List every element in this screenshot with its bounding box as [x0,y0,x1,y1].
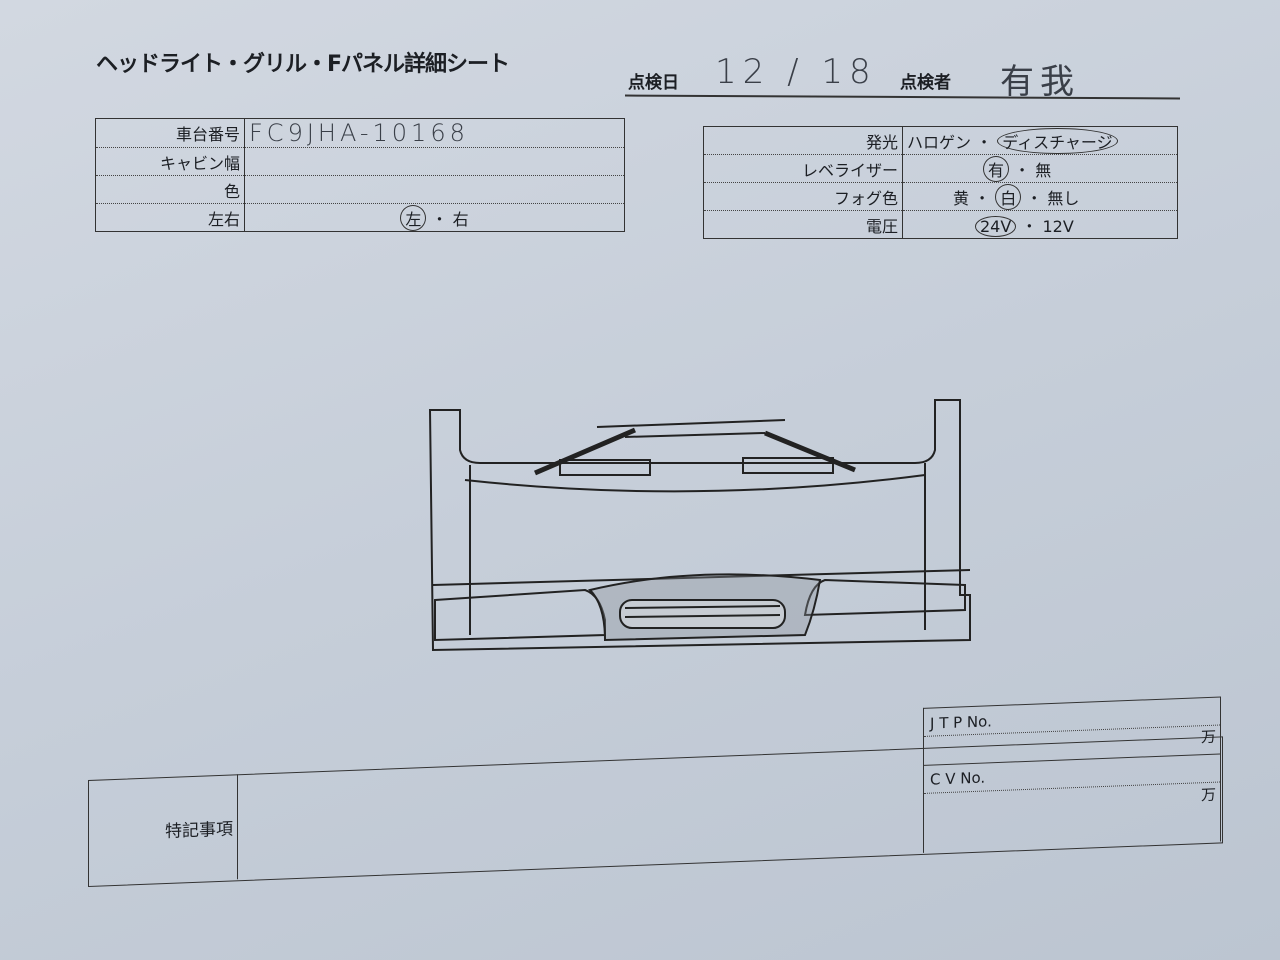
table-row: レベライザー 有 ・ 無 [703,154,1178,183]
date-value[interactable]: 12 / 18 [715,52,877,92]
table-row: 発光 ハロゲン ・ ディスチャージ [703,126,1178,155]
leveler-label: レベライザー [703,154,903,183]
option-24v[interactable]: 24V [975,215,1017,237]
sheet-title: ヘッドライト・グリル・Fパネル詳細シート [96,52,510,77]
table-row: 左右 左 ・ 右 [95,203,625,232]
remarks-box: 特記事項 J T P No. 万 C V No. 万 [88,696,1223,887]
option-12v[interactable]: 12V [1042,216,1074,236]
option-no[interactable]: 無 [1035,160,1052,180]
option-right[interactable]: 右 [452,209,469,229]
leveler-options[interactable]: 有 ・ 無 [902,154,1178,183]
table-row: フォグ色 黄 ・ 白 ・ 無し [703,182,1178,211]
jtp-unit: 万 [1200,727,1216,747]
remarks-label: 特記事項 [88,774,238,885]
option-white[interactable]: 白 [995,183,1022,210]
side-options[interactable]: 左 ・ 右 [244,203,625,232]
inspector-label: 点検者 [900,73,951,93]
option-yes[interactable]: 有 [983,155,1010,182]
chassis-value[interactable]: FC9JHA-10168 [244,118,625,148]
side-label: 左右 [95,203,245,232]
spec-table: 発光 ハロゲン ・ ディスチャージ レベライザー 有 ・ 無 フォグ色 黄 ・ … [703,126,1178,239]
inspector-value[interactable]: 有我 [1000,62,1080,102]
cabin-width-label: キャビン幅 [95,147,245,176]
voltage-label: 電圧 [703,210,903,239]
remarks-input[interactable] [238,748,923,879]
color-label: 色 [95,175,245,204]
date-label: 点検日 [628,73,679,93]
table-row: 色 [95,175,625,204]
cabin-width-value[interactable] [244,147,625,176]
option-none[interactable]: 無し [1047,188,1080,208]
cv-label: C V No. [930,768,986,789]
jtp-label: J T P No. [930,712,992,733]
truck-front-diagram [428,399,971,652]
light-label: 発光 [703,126,903,155]
option-yellow[interactable]: 黄 [953,188,970,208]
light-options[interactable]: ハロゲン ・ ディスチャージ [902,126,1178,155]
color-value[interactable] [244,175,625,204]
table-row: 電圧 24V ・ 12V [703,210,1178,239]
voltage-options[interactable]: 24V ・ 12V [902,210,1178,239]
option-halogen[interactable]: ハロゲン [907,132,972,152]
fog-color-label: フォグ色 [703,182,903,211]
fog-options[interactable]: 黄 ・ 白 ・ 無し [902,182,1178,211]
chassis-label: 車台番号 [95,118,245,148]
header-underline [624,94,1181,100]
option-left[interactable]: 左 [400,204,427,231]
option-discharge[interactable]: ディスチャージ [997,127,1118,154]
table-row: キャビン幅 [95,147,625,176]
